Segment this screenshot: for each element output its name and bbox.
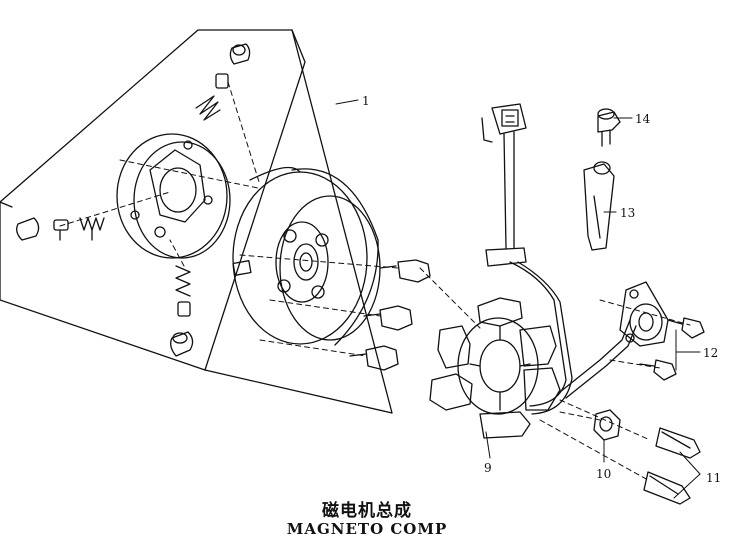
rotor-flywheel xyxy=(232,166,381,346)
clutch-rollers-springs xyxy=(16,43,251,357)
leader-lines xyxy=(335,99,701,499)
callout-numbers: 1 9 10 11 12 13 14 xyxy=(362,94,721,485)
callout-12: 12 xyxy=(703,346,718,360)
nut xyxy=(593,409,621,441)
clutch-disc xyxy=(116,133,231,259)
rotor-bolts xyxy=(349,259,431,371)
callout-10: 10 xyxy=(596,467,611,481)
callout-11: 11 xyxy=(706,471,721,485)
pulser-coil xyxy=(619,281,705,381)
callout-1: 1 xyxy=(362,94,370,108)
wire-clamp xyxy=(583,161,615,251)
wire-harness xyxy=(481,103,637,415)
stator-bolts xyxy=(643,427,701,505)
assembly-outline xyxy=(0,29,393,414)
diagram-title-english: MAGNETO COMP xyxy=(286,520,448,538)
callout-9: 9 xyxy=(484,461,492,475)
screw xyxy=(597,108,621,147)
callout-13: 13 xyxy=(620,206,635,220)
stator-coil xyxy=(429,297,561,439)
diagram-title-chinese: 磁电机总成 xyxy=(322,501,412,521)
callout-14: 14 xyxy=(635,112,651,126)
